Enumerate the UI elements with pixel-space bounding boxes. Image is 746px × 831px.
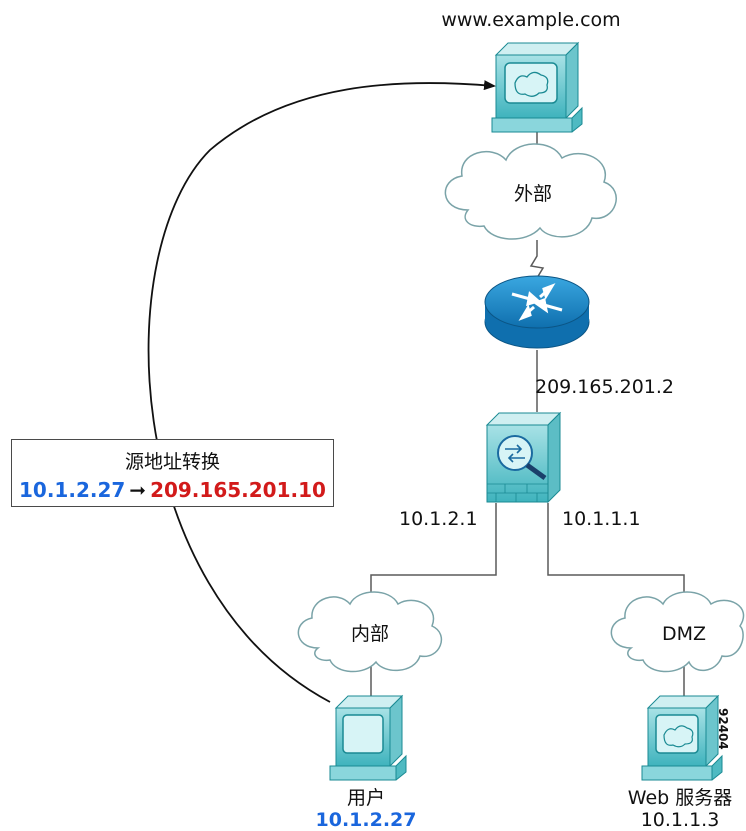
firewall-icon — [485, 411, 562, 504]
nat-original-ip: 10.1.2.27 — [19, 478, 126, 502]
inside-cloud-icon — [297, 591, 443, 673]
user-workstation-icon — [329, 694, 407, 781]
right-arrow-icon: ➞ — [129, 478, 147, 502]
inside-interface-ip-label: 10.1.2.1 — [399, 508, 478, 530]
nat-flow-arrow — [147, 80, 496, 703]
nat-title: 源地址转换 — [124, 451, 220, 473]
figure-id: 92404 — [716, 708, 730, 750]
user-label: 用户 — [346, 787, 386, 809]
dmz-interface-ip-label: 10.1.1.1 — [562, 508, 641, 530]
router-ip-label: 209.165.201.2 — [535, 376, 675, 398]
inside-cloud-label: 内部 — [350, 623, 390, 645]
outside-cloud-icon — [444, 143, 617, 240]
dmz-cloud-label: DMZ — [661, 623, 707, 645]
nat-translation-row: 10.1.2.27➞209.165.201.10 — [19, 478, 326, 502]
link-firewall-dmz — [547, 503, 685, 592]
internet-host-icon — [491, 41, 583, 133]
link-firewall-inside — [370, 503, 497, 592]
user-ip-label: 10.1.2.27 — [315, 809, 417, 831]
dmz-cloud-icon — [610, 591, 745, 673]
nat-translated-ip: 209.165.201.10 — [150, 478, 326, 502]
router-icon — [484, 275, 590, 349]
web-server-ip-label: 10.1.1.3 — [640, 809, 720, 831]
nat-callout-box: 源地址转换 10.1.2.27➞209.165.201.10 — [11, 439, 334, 507]
internet-host-label: www.example.com — [441, 9, 621, 31]
outside-cloud-label: 外部 — [513, 183, 553, 205]
web-server-label: Web 服务器 — [627, 787, 733, 809]
web-server-icon — [641, 694, 723, 781]
